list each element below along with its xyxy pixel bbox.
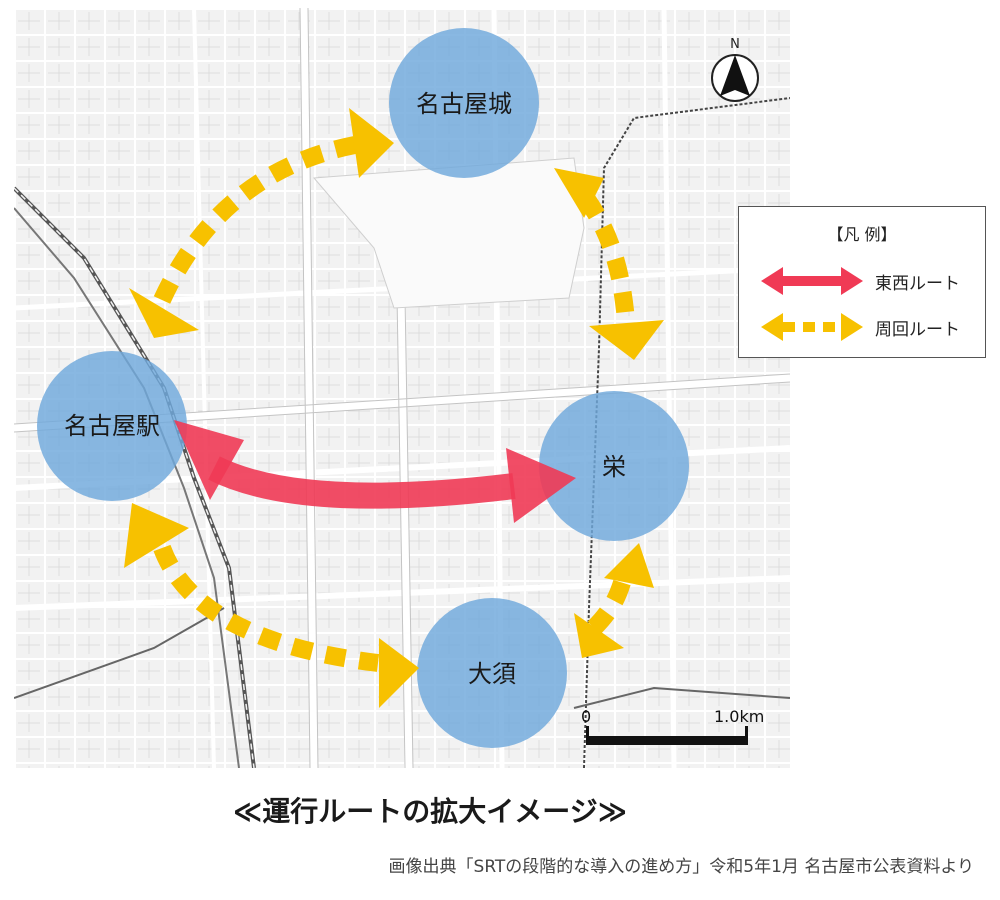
route-map: N [14,8,790,768]
east-west-route [174,420,576,523]
east-west-arrowhead-east [506,448,576,523]
arrowhead-to-station-north [129,288,199,338]
north-label: N [730,37,740,52]
loop-segment-station-castle [153,134,368,304]
legend-item-east-west: 東西ルート [757,261,977,301]
arrowhead-to-sakae-south [604,543,654,588]
map-caption: ≪運行ルートの拡大イメージ≫ [232,795,628,828]
station-circle-nagoya-station [37,351,187,501]
east-west-arrowhead-west [174,420,244,500]
loop-route-arrowheads [124,108,664,708]
arrowhead-to-osu-east [574,613,624,658]
loop-segment-castle-sakae [578,192,635,321]
station-label-nagoya-castle: 名古屋城 [416,90,512,118]
station-label-sakae: 栄 [602,453,626,481]
east-west-route-shaft [208,456,516,509]
loop-route [153,134,635,672]
legend-label-loop: 周回ルート [875,320,960,340]
north-arrow: N [711,37,759,102]
arrowhead-to-osu [379,638,419,708]
solid-arrow-icon [761,267,863,295]
scale-bar-left-tick [586,726,589,745]
map-canvas: N [14,8,790,768]
castle-grounds [312,157,585,309]
arrowhead-to-sakae-north [589,320,664,360]
loop-segment-osu-sakae [587,573,633,635]
legend-item-loop: 周回ルート [757,307,977,347]
scale-bar: 0 1.0km [581,707,764,745]
arrowhead-to-station-south [124,503,189,568]
arrowhead-to-castle [349,108,394,178]
image-credit: 画像出典「SRTの段階的な導入の進め方」令和5年1月 名古屋市公表資料より [388,857,974,877]
station-circle-nagoya-castle [389,28,539,178]
station-circle-sakae [539,391,689,541]
legend-box: 【凡 例】 東西ルート 周回ルート [738,206,986,358]
scale-bar-line [586,736,748,745]
scale-label-end: 1.0km [714,707,764,726]
station-label-osu: 大須 [468,660,516,688]
station-circle-osu [417,598,567,748]
compass-icon [720,55,750,96]
legend-label-east-west: 東西ルート [875,274,960,294]
scale-bar-right-tick [745,726,748,745]
dotted-arrow-icon [761,313,863,341]
station-circles [37,28,689,748]
arrowhead-to-castle-east [554,168,604,218]
loop-segment-station-osu [153,544,380,672]
legend-title: 【凡 例】 [827,225,897,244]
station-label-nagoya-station: 名古屋駅 [64,412,160,440]
scale-label-start: 0 [581,707,591,726]
